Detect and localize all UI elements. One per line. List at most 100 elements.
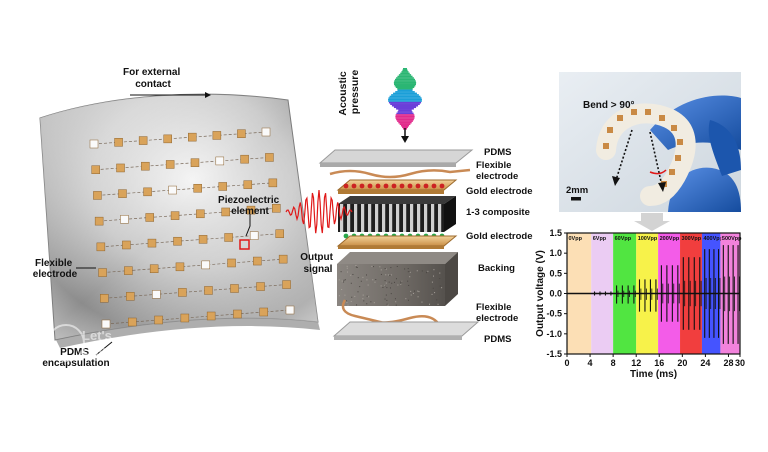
bend-arrow-left bbox=[615, 129, 633, 181]
piezo-element bbox=[120, 215, 129, 224]
backing-speck bbox=[390, 293, 392, 295]
backing-speck bbox=[385, 294, 387, 296]
bend-photo: Bend > 90° 2mm bbox=[559, 72, 741, 212]
stack-panel: Acoustic pressure Output signal bbox=[285, 68, 533, 345]
piezo-element bbox=[196, 209, 205, 219]
acoustic-wave-slice bbox=[397, 88, 413, 90]
acoustic-wave-slice bbox=[388, 98, 422, 101]
contact-dot-red bbox=[343, 183, 349, 189]
contact-dot-red bbox=[399, 183, 405, 189]
piezo-element bbox=[147, 238, 157, 248]
x-tick-label: 30 bbox=[735, 358, 745, 368]
acoustic-wave-icon bbox=[388, 68, 422, 130]
backing-speck bbox=[407, 299, 409, 301]
contact-dot-red bbox=[391, 183, 397, 189]
backing-speck bbox=[343, 279, 345, 281]
backing-speck bbox=[407, 268, 409, 270]
backing-speck bbox=[351, 296, 353, 298]
acoustic-arrowhead-icon bbox=[401, 136, 409, 143]
backing-speck bbox=[366, 295, 368, 297]
piezo-element bbox=[101, 319, 111, 329]
acoustic-wave-slice bbox=[395, 91, 415, 93]
backing-speck bbox=[362, 294, 364, 296]
bent-strip-body bbox=[596, 103, 696, 206]
piezo-element bbox=[114, 138, 123, 147]
backing-speck bbox=[391, 282, 393, 284]
backing-speck bbox=[341, 289, 343, 291]
composite-pillar bbox=[403, 204, 407, 232]
backing-speck bbox=[384, 268, 386, 270]
contact-dot-red bbox=[407, 183, 413, 189]
serpentine-interconnect bbox=[104, 284, 287, 299]
band-label: 200Vpp bbox=[660, 236, 680, 242]
piezo-element bbox=[249, 231, 259, 240]
bent-strip-element bbox=[631, 109, 637, 115]
piezo-element bbox=[285, 305, 295, 315]
backing-speck bbox=[407, 271, 409, 273]
backing-speck bbox=[382, 287, 384, 289]
backing-speck bbox=[405, 298, 407, 300]
backing-speck bbox=[390, 267, 392, 269]
x-tick-label: 0 bbox=[564, 358, 569, 368]
backing-speck bbox=[374, 281, 376, 283]
backing-speck bbox=[410, 294, 412, 296]
layer-label-composite: 1-3 composite bbox=[466, 207, 530, 218]
x-tick-label: 24 bbox=[700, 358, 710, 368]
piezo-element bbox=[116, 163, 125, 173]
acoustic-label: Acoustic pressure bbox=[337, 68, 361, 115]
backing-speck bbox=[439, 285, 441, 287]
backing-speck bbox=[384, 280, 386, 282]
pdms-bottom-layer bbox=[332, 321, 480, 337]
piezo-element bbox=[193, 183, 202, 193]
backing-speck bbox=[347, 304, 349, 306]
backing-speck bbox=[400, 281, 402, 283]
backing-speck bbox=[393, 281, 395, 283]
piezo-element bbox=[165, 160, 175, 169]
backing-side bbox=[445, 252, 458, 306]
backing-speck bbox=[357, 277, 359, 279]
piezo-element bbox=[154, 315, 163, 325]
backing-speck bbox=[375, 279, 377, 281]
piezo-element bbox=[246, 205, 256, 215]
composite-pillar bbox=[389, 204, 393, 232]
svg-text:Let's Enhance: Let's Enhance bbox=[82, 328, 136, 358]
acoustic-wave-slice bbox=[394, 78, 416, 81]
backing-speck bbox=[421, 301, 423, 303]
backing-speck bbox=[386, 299, 388, 301]
piezo-element bbox=[124, 266, 133, 275]
piezo-element bbox=[122, 240, 131, 250]
acoustic-wave-slice bbox=[398, 121, 412, 124]
piezo-element bbox=[190, 158, 200, 167]
layer-label-pdms-top: PDMS bbox=[484, 147, 511, 158]
piezo-element bbox=[237, 129, 246, 138]
piezo-element bbox=[149, 264, 159, 273]
contact-dot-red bbox=[351, 183, 357, 189]
contact-arrowhead-icon bbox=[205, 92, 211, 98]
x-tick-label: 20 bbox=[677, 358, 687, 368]
band-label: 300Vpp bbox=[682, 236, 702, 242]
bent-strip-element bbox=[671, 125, 677, 131]
composite-pillar bbox=[382, 204, 386, 232]
bend-arrowhead-left-icon bbox=[612, 176, 620, 186]
backing-block bbox=[337, 264, 445, 306]
composite-pillar bbox=[431, 204, 435, 232]
backing-top bbox=[337, 252, 458, 264]
backing-speck bbox=[341, 280, 343, 282]
x-tick-label: 28 bbox=[723, 358, 733, 368]
backing-speck bbox=[338, 279, 340, 281]
acoustic-wave-slice bbox=[403, 68, 407, 70]
piezo-element bbox=[265, 153, 274, 162]
layer-label-pdms-bottom: PDMS bbox=[484, 334, 511, 345]
composite-pillar bbox=[410, 204, 414, 232]
backing-speck bbox=[384, 298, 386, 300]
piezo-element bbox=[96, 242, 106, 252]
acoustic-wave-slice bbox=[398, 109, 412, 112]
backing-speck bbox=[370, 301, 372, 303]
acoustic-wave-slice bbox=[397, 120, 413, 122]
piezo-element bbox=[233, 309, 242, 319]
piezo-highlight-box bbox=[239, 239, 250, 250]
backing-speck bbox=[441, 287, 443, 289]
backing-speck bbox=[389, 275, 391, 277]
backing-speck bbox=[384, 285, 386, 287]
acoustic-wave-slice bbox=[393, 92, 417, 95]
